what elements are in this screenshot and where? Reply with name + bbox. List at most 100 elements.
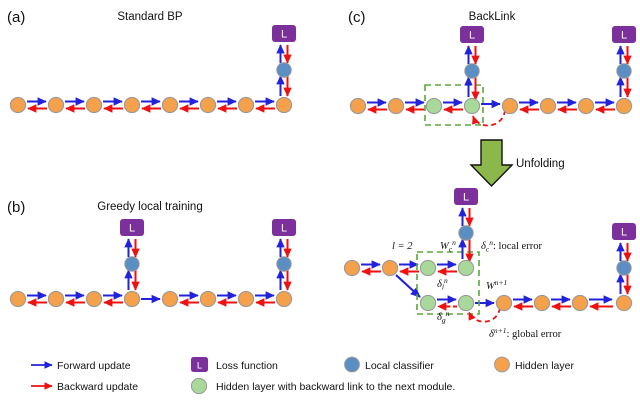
legend-label: Backward update [57,381,138,393]
legend-item-hidden-layer: Hidden layer [494,356,574,373]
green-circle-icon [190,377,208,395]
hidden-layer-backlink-node [419,259,437,277]
legend-label: Forward update [57,360,131,372]
unfolding-label: Unfolding [516,158,565,170]
local-classifier-node [276,62,292,78]
local-error-sup: n [489,238,493,247]
hidden-layer-node [533,294,551,312]
hidden-layer-node [275,290,293,308]
hidden-layer-node [343,259,361,277]
hidden-layer-node [615,294,633,312]
panel-c-classifier-stack-2: L [612,26,636,98]
classifier-weight-base: W [440,241,450,252]
svg-text:Wn+1: Wn+1 [486,278,507,292]
panel-a-letter: (a) [7,9,25,26]
panel-c-unfolded-lower-arrows [437,295,613,311]
panel-c-unfolded-classifier-stack: L [454,188,478,263]
hidden-layer-backlink-node [419,294,437,312]
loss-function-box [460,26,484,43]
panel-c-unfolded: L L l = 2 Wcn [343,188,636,340]
local-classifier-node [124,256,140,272]
module-dashed-box [416,251,480,315]
svg-text:δgn: δgn [437,309,450,325]
legend-item-forward-update: Forward update [31,360,131,372]
hidden-layer-node [85,290,103,308]
hidden-layer-node [495,294,513,312]
loss-function-box [272,25,296,42]
hidden-layer-node [123,290,141,308]
unfolding-arrow-icon [469,139,514,188]
panel-c-letter: (c) [348,9,366,26]
panel-c: (c) BackLink [348,9,636,127]
local-delta-label: δln [437,276,448,292]
legend-label: Hidden layer [515,360,574,372]
orange-circle-icon [494,356,510,373]
hidden-layer-node [501,97,519,115]
panel-a: (a) Standard BP [7,9,296,114]
hidden-layer-node [85,96,103,114]
loss-function-label: L [621,30,627,42]
loss-function-box [272,219,296,236]
panel-a-classifier-stack: L [272,25,296,97]
panel-a-chain-arrows [27,97,275,113]
hidden-layer-node [381,259,399,277]
next-weight-sup: n+1 [495,278,508,287]
panel-b-classifier-stack-2: L [272,219,296,291]
panel-b-letter: (b) [7,199,25,216]
loss-function-box [120,219,144,236]
svg-text:δcn: local error: δcn: local error [481,238,542,254]
local-classifier-node [458,225,474,241]
panel-b-chain-arrows [27,291,275,307]
local-error-base: δ [481,241,487,252]
hidden-layer-node [615,97,633,115]
local-error-sub: c [486,245,490,254]
global-delta-sub: g [442,316,446,325]
global-delta-base: δ [437,312,443,323]
legend-item-loss-function: L Loss function [191,357,278,372]
hidden-layer-node [161,96,179,114]
svg-text:δn+1: global error: δn+1: global error [489,326,562,340]
panel-c-unfolded-classifier-stack-2: L [612,223,636,295]
legend-label: Hidden layer with backward link to the n… [216,381,455,393]
loss-function-label: L [621,227,627,239]
loss-icon-letter: L [197,361,202,372]
legend-item-backward-update: Backward update [31,381,138,393]
hidden-layer-node [539,97,557,115]
hidden-layer-node [199,290,217,308]
loss-box-icon [191,357,208,372]
loss-function-label: L [129,223,135,235]
blue-circle-icon [344,356,360,373]
hidden-layer-node [387,97,405,115]
panel-b-title: Greedy local training [97,201,202,213]
local-delta-sub: l [442,283,444,292]
hidden-layer-backlink-node [457,294,475,312]
loss-function-box [454,188,478,205]
local-error-suffix: : local error [493,241,542,252]
local-classifier-node [464,63,480,79]
loss-function-label: L [463,192,469,204]
global-error-dashed-arrow [468,307,501,323]
hidden-layer-backlink-node [457,259,475,277]
module-dashed-box [424,84,484,126]
global-error-suffix: : global error [506,329,561,340]
hidden-layer-node [47,96,65,114]
global-error-sup: n+1 [494,326,507,335]
panel-c-classifier-stack-1: L [460,26,484,101]
forward-arrow-diagonal [395,274,421,298]
loss-function-box [612,26,636,43]
next-weight-base: W [486,281,496,292]
loss-function-label: L [281,29,287,41]
backlink-dashed-arrow [472,109,506,127]
panel-c-unfolded-upper-arrows [361,260,457,276]
local-delta-sup: n [444,276,448,285]
local-classifier-node [616,260,632,276]
hidden-layer-node [577,97,595,115]
panel-b: (b) Greedy local training [7,199,296,308]
hidden-layer-node [199,96,217,114]
hidden-layer-node [47,290,65,308]
svg-text:Wcn: Wcn [440,238,456,254]
legend-item-local-classifier: Local classifier [344,356,434,373]
unfolding-indicator: Unfolding [469,139,565,188]
local-delta-base: δ [437,279,443,290]
